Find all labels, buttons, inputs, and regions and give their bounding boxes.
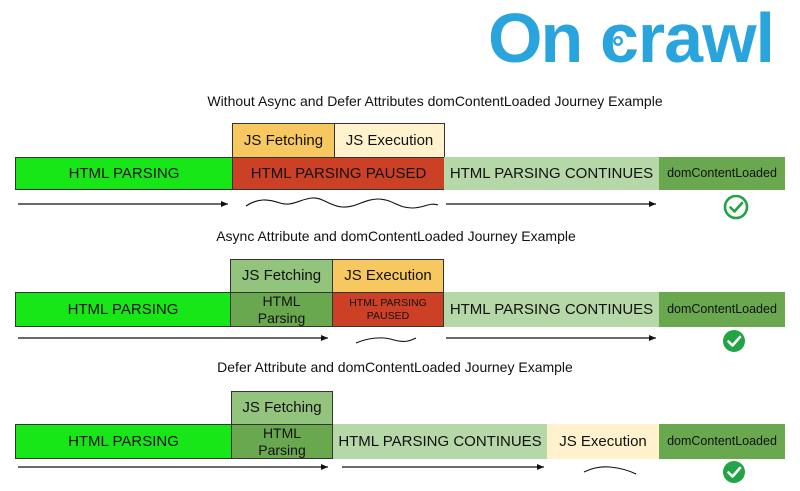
js-execution-box: JS Execution [334, 123, 445, 158]
execution-squiggle [583, 466, 637, 475]
html-parsing-box: HTML PARSING [15, 157, 233, 190]
oncrawl-logo: On crawl [488, 2, 800, 72]
dom-content-loaded-box: domContentLoaded [659, 157, 785, 190]
oncrawl-logo-graphic: On crawl [488, 2, 775, 72]
svg-text:On: On [488, 2, 581, 72]
html-parsing-continues-box: HTML PARSING CONTINUES [333, 424, 547, 459]
html-parsing-box: HTML PARSING [15, 292, 231, 327]
dom-content-loaded-box: domContentLoaded [659, 424, 785, 459]
js-execution-box: JS Execution [547, 424, 659, 459]
pause-squiggle [355, 337, 417, 344]
js-fetching-box: JS Fetching [231, 391, 333, 425]
js-fetching-box: JS Fetching [232, 123, 335, 158]
html-parsing-paused-box: HTML PARSING PAUSED [232, 157, 445, 190]
dom-content-loaded-box: domContentLoaded [659, 292, 785, 327]
html-parsing-small-box: HTML Parsing [230, 292, 333, 327]
diagram-1-title: Without Async and Defer Attributes domCo… [207, 93, 663, 109]
check-circle-icon [723, 194, 749, 220]
html-parsing-box: HTML PARSING [15, 424, 232, 459]
diagram-2-title: Async Attribute and domContentLoaded Jou… [216, 228, 576, 244]
svg-text:crawl: crawl [600, 2, 774, 72]
js-execution-box: JS Execution [332, 259, 444, 293]
pause-squiggle [245, 197, 439, 209]
html-parsing-small-box: HTML Parsing [231, 424, 333, 459]
html-parsing-continues-box: HTML PARSING CONTINUES [444, 292, 659, 327]
diagram-3-title: Defer Attribute and domContentLoaded Jou… [217, 359, 573, 375]
check-circle-icon [723, 330, 745, 352]
html-parsing-paused-box: HTML PARSING PAUSED [332, 292, 444, 327]
html-parsing-continues-box: HTML PARSING CONTINUES [444, 157, 659, 190]
js-fetching-box: JS Fetching [230, 259, 333, 293]
check-circle-icon [723, 461, 745, 483]
